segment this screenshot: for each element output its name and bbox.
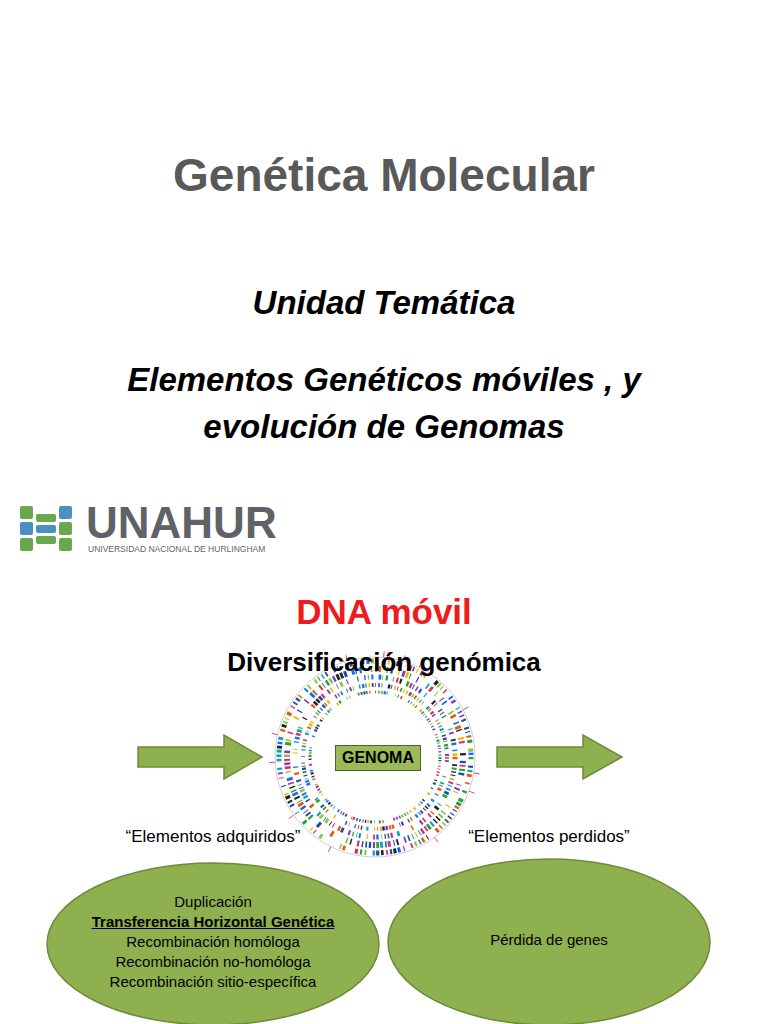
- slide-title: Genética Molecular: [0, 148, 768, 202]
- genome-box: GENOMA: [335, 745, 421, 771]
- category-heading: “Elementos perdidos”: [386, 827, 712, 847]
- ellipse-line: Recombinación sitio-específica: [110, 972, 317, 992]
- category-ellipse: “Elementos perdidos” Pérdida de genes: [386, 824, 712, 1024]
- category-ellipse: “Elementos adquiridos” DuplicaciónTransfe…: [45, 824, 381, 1024]
- ellipse-body: DuplicaciónTransferencia Horizontal Gené…: [75, 860, 351, 1024]
- ellipse-line: Pérdida de genes: [490, 930, 608, 950]
- logo-wordmark: UNAHUR: [86, 498, 277, 548]
- unit-topic: Elementos Genéticos móviles , y evolució…: [70, 356, 698, 450]
- slide-heading: DNA móvil: [0, 592, 768, 632]
- category-heading: “Elementos adquiridos”: [45, 827, 381, 847]
- unit-label: Unidad Temática: [60, 284, 708, 322]
- unahur-logo: [20, 506, 72, 551]
- ellipse-line: Duplicación: [174, 892, 252, 912]
- slide-subheading: Diversificación genómica: [0, 647, 768, 678]
- block-arrow: [138, 735, 262, 779]
- logo-subtitle: UNIVERSIDAD NACIONAL DE HURLINGHAM: [88, 544, 265, 554]
- block-arrow: [497, 735, 622, 779]
- box-text: GENOMA: [342, 749, 414, 767]
- genome-map: [269, 651, 480, 857]
- ellipse-body: Pérdida de genes: [416, 856, 682, 1024]
- ellipse-line: Transferencia Horizontal Genética: [92, 912, 335, 932]
- ellipse-line: Recombinación no-homóloga: [115, 952, 310, 972]
- ellipse-line: Recombinación homóloga: [126, 932, 299, 952]
